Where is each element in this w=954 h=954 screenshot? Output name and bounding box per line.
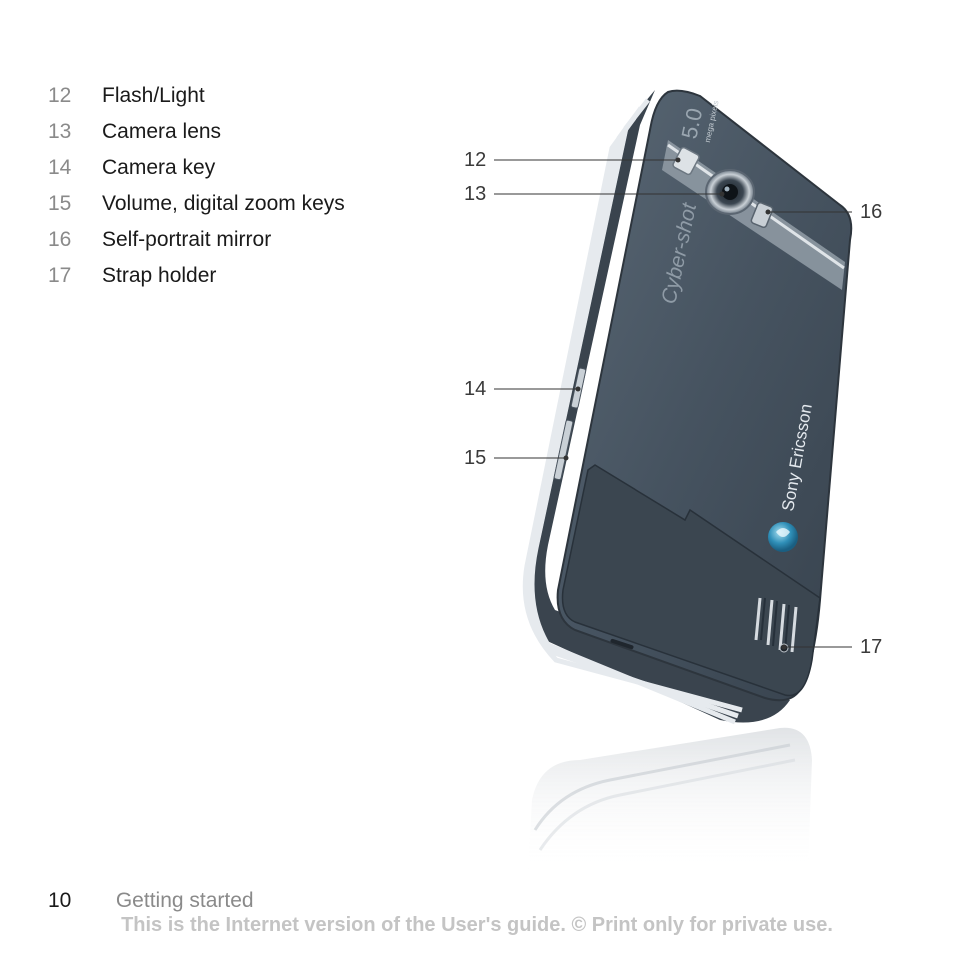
megapixel-value: 5.0 <box>676 106 707 141</box>
self-portrait-mirror <box>750 201 774 229</box>
flash-light <box>672 146 700 176</box>
volume-zoom-keys <box>553 419 574 481</box>
legend-number: 15 <box>48 192 72 215</box>
legend-label: Self-portrait mirror <box>102 228 272 251</box>
legend-item-17: 17 Strap holder <box>48 264 345 300</box>
phone-side-trim <box>522 90 790 725</box>
legend-item-15: 15 Volume, digital zoom keys <box>48 192 345 228</box>
legend-label: Strap holder <box>102 264 217 287</box>
bottom-connector <box>610 638 634 650</box>
phone-reflection <box>528 727 812 870</box>
legend-item-12: 12 Flash/Light <box>48 84 345 120</box>
callout-lines <box>494 159 852 648</box>
legend-item-13: 13 Camera lens <box>48 120 345 156</box>
legend-item-14: 14 Camera key <box>48 156 345 192</box>
legend-number: 17 <box>48 264 72 287</box>
legend-label: Flash/Light <box>102 84 205 107</box>
callout-12: 12 <box>464 149 487 171</box>
legend-number: 14 <box>48 156 72 179</box>
legend-label: Camera key <box>102 156 216 179</box>
camera-lens <box>705 169 755 215</box>
callout-dots <box>563 157 787 650</box>
component-legend: 12 Flash/Light 13 Camera lens 14 Camera … <box>48 84 345 300</box>
brand-logo <box>768 522 798 552</box>
legend-number: 13 <box>48 120 72 143</box>
callout-16: 16 <box>860 201 883 223</box>
disclaimer-text: This is the Internet version of the User… <box>121 914 833 936</box>
callout-15: 15 <box>464 447 487 469</box>
page-footer: 10 Getting started <box>48 889 254 913</box>
callout-17: 17 <box>860 636 883 658</box>
legend-number: 12 <box>48 84 72 107</box>
callout-13: 13 <box>464 183 487 205</box>
legend-label: Camera lens <box>102 120 222 143</box>
speaker-grille <box>754 597 798 653</box>
megapixel-badge: 5.0 mega pixels <box>676 100 720 144</box>
callout-14: 14 <box>464 378 487 400</box>
section-title: Getting started <box>115 889 254 912</box>
legend-number: 16 <box>48 228 72 251</box>
legend-item-16: 16 Self-portrait mirror <box>48 228 345 264</box>
legend-label: Volume, digital zoom keys <box>102 192 345 215</box>
page-number: 10 <box>48 889 72 912</box>
